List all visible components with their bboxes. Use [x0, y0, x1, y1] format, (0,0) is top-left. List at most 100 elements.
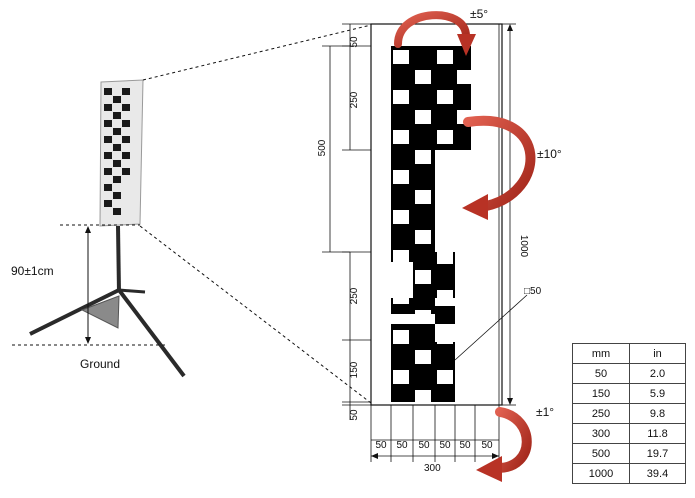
- mini-pattern-cell: [104, 88, 112, 95]
- mini-pattern-cell: [113, 208, 121, 215]
- zoom-line-bottom: [139, 225, 372, 404]
- pattern-cell: [437, 50, 453, 64]
- dim-h-2: 50: [418, 440, 430, 451]
- rotation-arrow-top: ±5°: [394, 7, 488, 56]
- pattern-cell: [393, 170, 409, 184]
- dim-v-150: 150: [349, 361, 360, 378]
- mini-pattern-cell: [113, 160, 121, 167]
- pattern-cell: [415, 150, 431, 164]
- pattern-cell: [415, 110, 431, 124]
- pattern-cell: [457, 270, 473, 284]
- table-cell-in: 2.0: [629, 363, 686, 384]
- mini-pattern-cell: [104, 104, 112, 111]
- pattern-cell: [415, 390, 431, 404]
- pattern-cell: [393, 370, 409, 384]
- mini-pattern-cell: [122, 120, 130, 127]
- mini-pattern-cell: [104, 152, 112, 159]
- pattern-block: [391, 252, 455, 262]
- square-size-label: □50: [524, 286, 542, 297]
- rotation-label-1deg: ±1°: [536, 405, 554, 419]
- mini-pattern-cell: [113, 128, 121, 135]
- pattern-cell: [393, 90, 409, 104]
- mini-pattern-cell: [122, 136, 130, 143]
- pattern-cell: [437, 290, 453, 304]
- table-cell-mm: 150: [572, 383, 630, 404]
- mini-pattern-cell: [122, 168, 130, 175]
- table-cell-in: 11.8: [629, 423, 686, 444]
- dim-h-1: 50: [396, 440, 408, 451]
- table-cell-mm: 300: [572, 423, 630, 444]
- zoom-line-top: [142, 24, 372, 81]
- pattern-cell: [415, 190, 431, 204]
- pattern-cell: [437, 130, 453, 144]
- table-cell-mm: 1000: [572, 463, 630, 484]
- tripod-leg-back: [118, 288, 146, 294]
- table-cell-mm: 500: [572, 443, 630, 464]
- dim-h-5: 50: [481, 440, 493, 451]
- mini-pattern-cell: [122, 88, 130, 95]
- mini-pattern-cell: [113, 192, 121, 199]
- table-cell-mm: 50: [572, 363, 630, 384]
- pattern-cell: [393, 330, 409, 344]
- pattern-cell: [457, 390, 473, 404]
- mini-pattern-cell: [113, 176, 121, 183]
- tripod-leg-left: [29, 288, 120, 336]
- rotation-arrow-bottom: ±1°: [476, 405, 554, 482]
- dim-h-3: 50: [439, 440, 451, 451]
- target-outline: [370, 23, 503, 406]
- table-header-mm: mm: [572, 343, 630, 364]
- rotation-arrow-middle: ±10°: [462, 115, 562, 220]
- pattern-cell: [393, 50, 409, 64]
- ground-label: Ground: [80, 357, 120, 371]
- dim-v-250-top: 250: [349, 91, 360, 108]
- table-cell-in: 9.8: [629, 403, 686, 424]
- mini-pattern-cell: [113, 112, 121, 119]
- pattern-cell: [437, 170, 453, 184]
- dim-v-250-bottom: 250: [349, 287, 360, 304]
- pattern-cell: [437, 250, 453, 264]
- rotation-label-10deg: ±10°: [537, 147, 562, 161]
- mounted-target-pattern: [104, 88, 130, 215]
- table-cell-in: 19.7: [629, 443, 686, 464]
- mini-pattern-cell: [104, 184, 112, 191]
- table-header-row: mm in: [572, 343, 686, 364]
- pattern-cell: [457, 310, 473, 324]
- target-board: [370, 23, 503, 406]
- pattern-cell: [415, 230, 431, 244]
- pattern-cell: [457, 150, 473, 164]
- mini-pattern-cell: [122, 104, 130, 111]
- dim-v-50-top: 50: [349, 36, 360, 48]
- pattern-cell: [415, 310, 431, 324]
- square-size-callout: □50: [454, 286, 542, 361]
- pattern-cell: [457, 230, 473, 244]
- dim-v-500: 500: [317, 139, 328, 156]
- tripod-illustration: 90±1cm Ground: [11, 79, 186, 378]
- pattern-block: [435, 306, 455, 324]
- tripod-spreader: [80, 295, 120, 329]
- mini-pattern-cell: [104, 120, 112, 127]
- total-width-label: 300: [424, 463, 441, 474]
- dim-v-50-bottom: 50: [349, 409, 360, 421]
- target-pattern: [391, 46, 473, 404]
- table-cell-in: 5.9: [629, 383, 686, 404]
- mini-pattern-cell: [104, 136, 112, 143]
- tripod-height-label: 90±1cm: [11, 264, 54, 278]
- pattern-cell: [437, 370, 453, 384]
- tripod-leg-right: [117, 288, 186, 378]
- total-height-dimension: 1000: [502, 23, 529, 406]
- pattern-cell: [437, 210, 453, 224]
- pattern-cell: [415, 270, 431, 284]
- table-cell-in: 39.4: [629, 463, 686, 484]
- pattern-cell: [457, 70, 473, 84]
- pattern-cell: [393, 290, 409, 304]
- dim-h-4: 50: [459, 440, 471, 451]
- pattern-cell: [415, 350, 431, 364]
- total-height-label: 1000: [518, 235, 529, 258]
